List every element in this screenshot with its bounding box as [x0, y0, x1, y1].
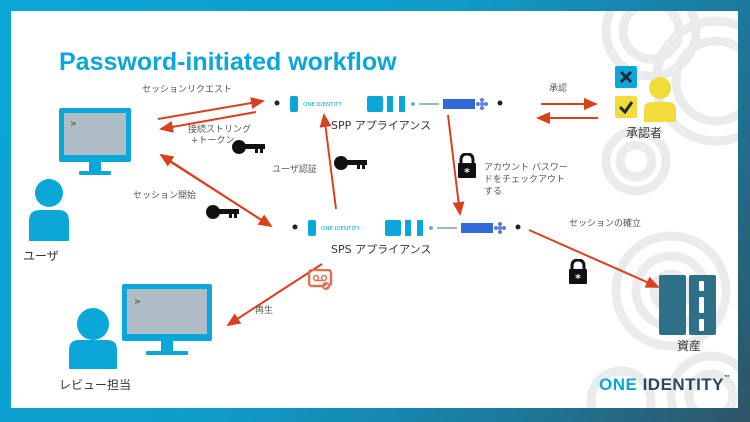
arrow-checkout: [447, 114, 465, 216]
key-icon: [232, 140, 265, 154]
edge-label-approval: 承認: [549, 84, 568, 94]
asset-server-icon: [659, 275, 716, 335]
spp-appliance: ONE IDENTITY: [273, 95, 503, 113]
arrow-session-request: [157, 97, 265, 120]
edge-label-connection-string: 接続ストリング: [188, 125, 252, 135]
approver-label: 承認者: [626, 126, 663, 140]
user-icon: >: [29, 108, 131, 241]
spp-brand: ONE IDENTITY: [303, 102, 342, 108]
recording-icon: [308, 269, 333, 290]
edge-label-session-start: セッション開始: [133, 191, 197, 201]
svg-text:>: >: [134, 297, 141, 306]
arrow-session-establish: [528, 229, 660, 288]
arrow-user-auth: [319, 113, 337, 210]
password-lock-icon: *: [458, 153, 476, 179]
flow-arrows: [157, 97, 660, 327]
sps-brand: ONE IDENTITY: [321, 226, 360, 232]
edge-label-checkout-3: する: [484, 187, 503, 197]
edge-label-token: +トークン: [191, 136, 235, 146]
sps-appliance: ONE IDENTITY: [291, 219, 521, 237]
terminal-prompt: >: [70, 119, 77, 128]
asset-label: 資産: [677, 339, 702, 353]
key-icon: [334, 156, 367, 170]
password-lock-icon: *: [569, 259, 587, 285]
edge-label-playback: 再生: [255, 306, 274, 316]
reviewer-icon: >: [69, 284, 212, 369]
key-icon: [206, 205, 239, 219]
one-identity-logo: ONE IDENTITY™: [599, 375, 731, 394]
edge-label-user-auth: ユーザ認証: [272, 165, 317, 175]
svg-text:*: *: [464, 166, 470, 179]
svg-text:*: *: [575, 272, 581, 285]
arrow-connection-string: [159, 111, 257, 133]
spp-label: SPP アプライアンス: [331, 119, 432, 132]
arrow-session-start-back: [159, 153, 270, 226]
user-label: ユーザ: [23, 249, 59, 263]
reviewer-label: レビュー担当: [59, 378, 132, 392]
edge-label-checkout-2: ドをチェックアウト: [484, 175, 566, 185]
sps-label: SPS アプライアンス: [331, 243, 432, 256]
edge-label-session-establish: セッションの確立: [569, 219, 642, 229]
page-title: Password-initiated workflow: [59, 48, 397, 76]
edge-label-checkout-1: アカウント パスワー: [484, 163, 568, 173]
edge-label-session-request: セッションリクエスト: [142, 85, 233, 95]
approver-icon: [615, 66, 676, 122]
arrow-playback: [226, 263, 323, 327]
slide: Password-initiated workflow >: [11, 11, 738, 408]
